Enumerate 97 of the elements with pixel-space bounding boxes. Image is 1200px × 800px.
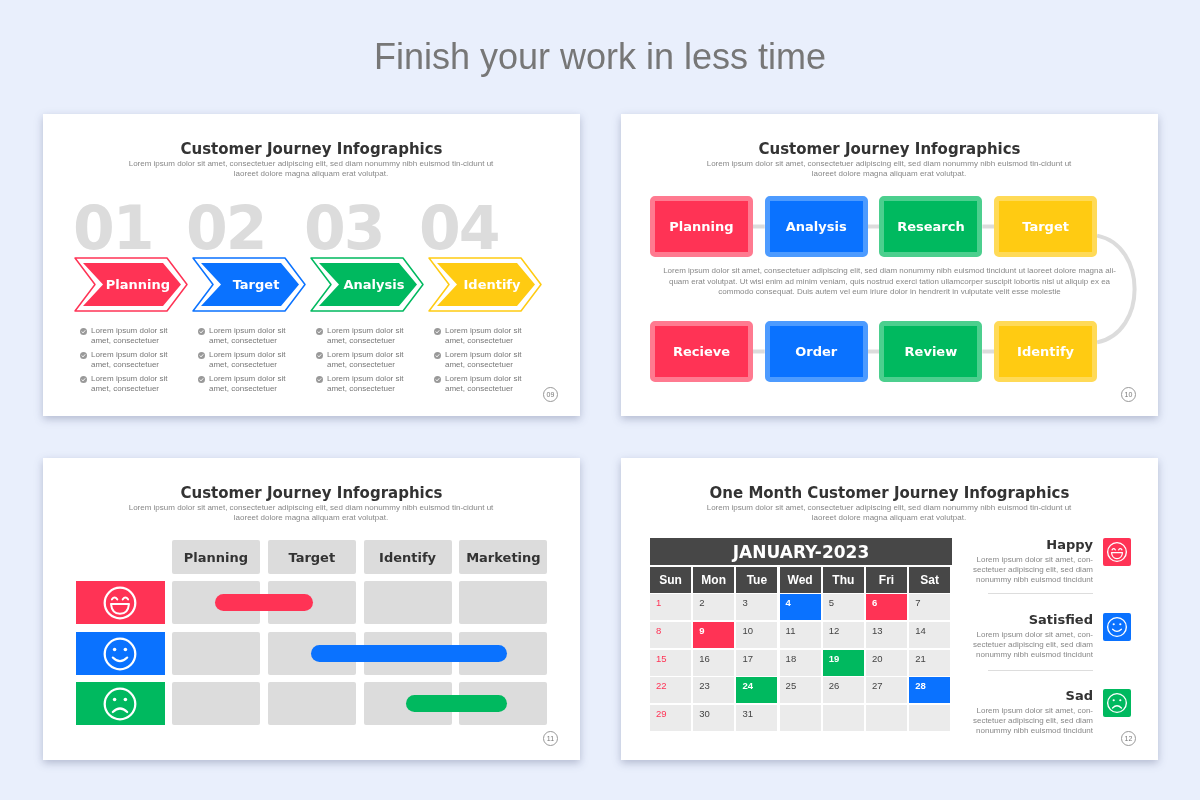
column-header: Target: [267, 540, 356, 574]
month-header: JANUARY-2023: [650, 538, 952, 565]
date-cell: 8: [650, 621, 691, 648]
mood-heading: Happy: [1045, 537, 1093, 552]
date-cell: 29: [650, 705, 691, 732]
weekday-header: Sun: [650, 567, 691, 593]
date-cell: 1: [650, 594, 691, 620]
slide-title: Customer Journey Infographics: [757, 140, 1022, 158]
date-cell: 4: [779, 594, 821, 620]
date-cell: 27: [866, 677, 907, 704]
step-banner: Planning: [73, 256, 189, 313]
bullet-text: Lorem ipsum dolor sit amet, consectetuer: [327, 350, 405, 370]
process-box: Identify: [994, 321, 1098, 382]
date-cell: 10: [736, 621, 778, 648]
bullet-text: Lorem ipsum dolor sit amet, consectetuer: [327, 326, 405, 346]
date-cell: 5: [822, 594, 864, 620]
date-cell: 18: [779, 649, 821, 676]
slide-card: [621, 458, 1158, 760]
date-cell: 19: [822, 649, 864, 676]
page-title: Finish your work in less time: [372, 36, 828, 78]
date-cell: 3: [736, 594, 778, 620]
weekday-header: Thu: [822, 567, 864, 593]
slide-subtitle: Lorem ipsum dolor sit amet, consectetuer adipiscing elit, sed diam nonummy nibh euismod tin-cidunt ut laoreet dolore magna aliquam erat volutpat.: [127, 159, 495, 179]
mood-description: Lorem ipsum dolor sit amet, con-sectetuer adipiscing elit, sed diam nonummy nibh euismod tincidunt: [971, 706, 1093, 736]
bullet-text: Lorem ipsum dolor sit amet, consectetuer: [209, 374, 287, 394]
date-cell: 16: [693, 649, 735, 676]
weekday-header: Sat: [909, 567, 951, 593]
slide-title: One Month Customer Journey Infographics: [708, 484, 1071, 502]
date-cell: 15: [650, 649, 691, 676]
date-cell: 14: [909, 621, 951, 648]
slide-subtitle: Lorem ipsum dolor sit amet, consectetuer adipiscing elit, sed diam nonummy nibh euismod tin-cidunt ut laoreet dolore magna aliquam erat volutpat.: [127, 503, 495, 523]
mood-heading: Satisfied: [1027, 612, 1093, 627]
connector-line: [753, 224, 765, 229]
weekday-header: Tue: [736, 567, 778, 593]
mood-description: Lorem ipsum dolor sit amet, con-sectetuer adipiscing elit, sed diam nonummy nibh euismod tincidunt: [971, 630, 1093, 660]
connector-line: [753, 349, 765, 354]
connector-line: [982, 349, 995, 354]
process-box: Planning: [650, 196, 753, 257]
date-cell: 25: [779, 677, 821, 704]
date-cell: 13: [866, 621, 907, 648]
date-cell: 11: [779, 621, 821, 648]
process-box: Order: [764, 321, 868, 382]
slide-card: [43, 458, 580, 760]
bullet-text: Lorem ipsum dolor sit amet, consectetuer: [91, 350, 169, 370]
step-banner: Analysis: [309, 256, 425, 313]
weekday-header: Wed: [779, 567, 821, 593]
process-box: Target: [994, 196, 1098, 257]
column-header: Marketing: [459, 540, 548, 574]
date-cell: 12: [822, 621, 864, 648]
date-cell: 28: [909, 677, 951, 704]
connector-line: [867, 224, 880, 229]
date-cell: 7: [909, 594, 951, 620]
date-cell: 22: [650, 677, 691, 704]
connector-line: [982, 224, 995, 229]
process-box: Recieve: [650, 321, 753, 382]
bullet-text: Lorem ipsum dolor sit amet, consectetuer: [445, 350, 523, 370]
date-cell: 26: [822, 677, 864, 704]
date-cell: 9: [693, 621, 735, 648]
column-header: Identify: [363, 540, 452, 574]
timeline-bar: [406, 695, 507, 712]
slide-card: [621, 114, 1158, 416]
bullet-text: Lorem ipsum dolor sit amet, consectetuer: [445, 326, 523, 346]
date-cell: 17: [736, 649, 778, 676]
column-header: Planning: [172, 540, 260, 574]
weekday-header: Fri: [866, 567, 907, 593]
timeline-bar: [311, 645, 507, 662]
slide-card: [43, 114, 580, 416]
timeline-bar: [215, 594, 313, 611]
date-cell: 31: [736, 705, 778, 732]
bullet-text: Lorem ipsum dolor sit amet, consectetuer: [91, 326, 169, 346]
weekday-header: Mon: [693, 567, 735, 593]
process-box: Analysis: [764, 196, 868, 257]
date-cell: 21: [909, 649, 951, 676]
date-cell: 23: [693, 677, 735, 704]
slide-title: Customer Journey Infographics: [179, 140, 444, 158]
connector-line: [867, 349, 880, 354]
step-banner: Target: [191, 256, 307, 313]
connector-line: [1096, 233, 1137, 345]
slide-subtitle: Lorem ipsum dolor sit amet, consectetuer adipiscing elit, sed diam nonummy nibh euismod tin-cidunt ut laoreet dolore magna aliquam erat volutpat.: [705, 503, 1073, 523]
mood-description: Lorem ipsum dolor sit amet, con-sectetuer adipiscing elit, sed diam nonummy nibh euismod tincidunt: [971, 555, 1093, 585]
date-cell: 20: [866, 649, 907, 676]
process-box: Review: [879, 321, 983, 382]
date-cell: 24: [736, 677, 778, 704]
step-banner: Identify: [427, 256, 543, 313]
paragraph: Lorem ipsum dolor sit amet, consectetuer adipiscing elit, sed diam nonummy nibh euismod tincidunt ut laoreet dolore magna ali-quam erat volutpat. Ut wisi enim ad minim veniam, quis nostrud exerci tation ullamcorper suscipit lobortis nisl ut aliquip ex ea commodo consequat. Duis autem vel eum iriure dolor in hendrerit in vulputate velit esse molestie: [662, 266, 1117, 298]
bullet-text: Lorem ipsum dolor sit amet, consectetuer: [327, 374, 405, 394]
bullet-text: Lorem ipsum dolor sit amet, consectetuer: [209, 326, 287, 346]
date-cell: 30: [693, 705, 735, 732]
slide-title: Customer Journey Infographics: [179, 484, 444, 502]
bullet-text: Lorem ipsum dolor sit amet, consectetuer: [445, 374, 523, 394]
process-box: Research: [879, 196, 983, 257]
bullet-text: Lorem ipsum dolor sit amet, consectetuer: [209, 350, 287, 370]
bullet-text: Lorem ipsum dolor sit amet, consectetuer: [91, 374, 169, 394]
slide-subtitle: Lorem ipsum dolor sit amet, consectetuer adipiscing elit, sed diam nonummy nibh euismod tin-cidunt ut laoreet dolore magna aliquam erat volutpat.: [705, 159, 1073, 179]
date-cell: 2: [693, 594, 735, 620]
mood-heading: Sad: [1064, 688, 1093, 703]
date-cell: 6: [866, 594, 907, 620]
